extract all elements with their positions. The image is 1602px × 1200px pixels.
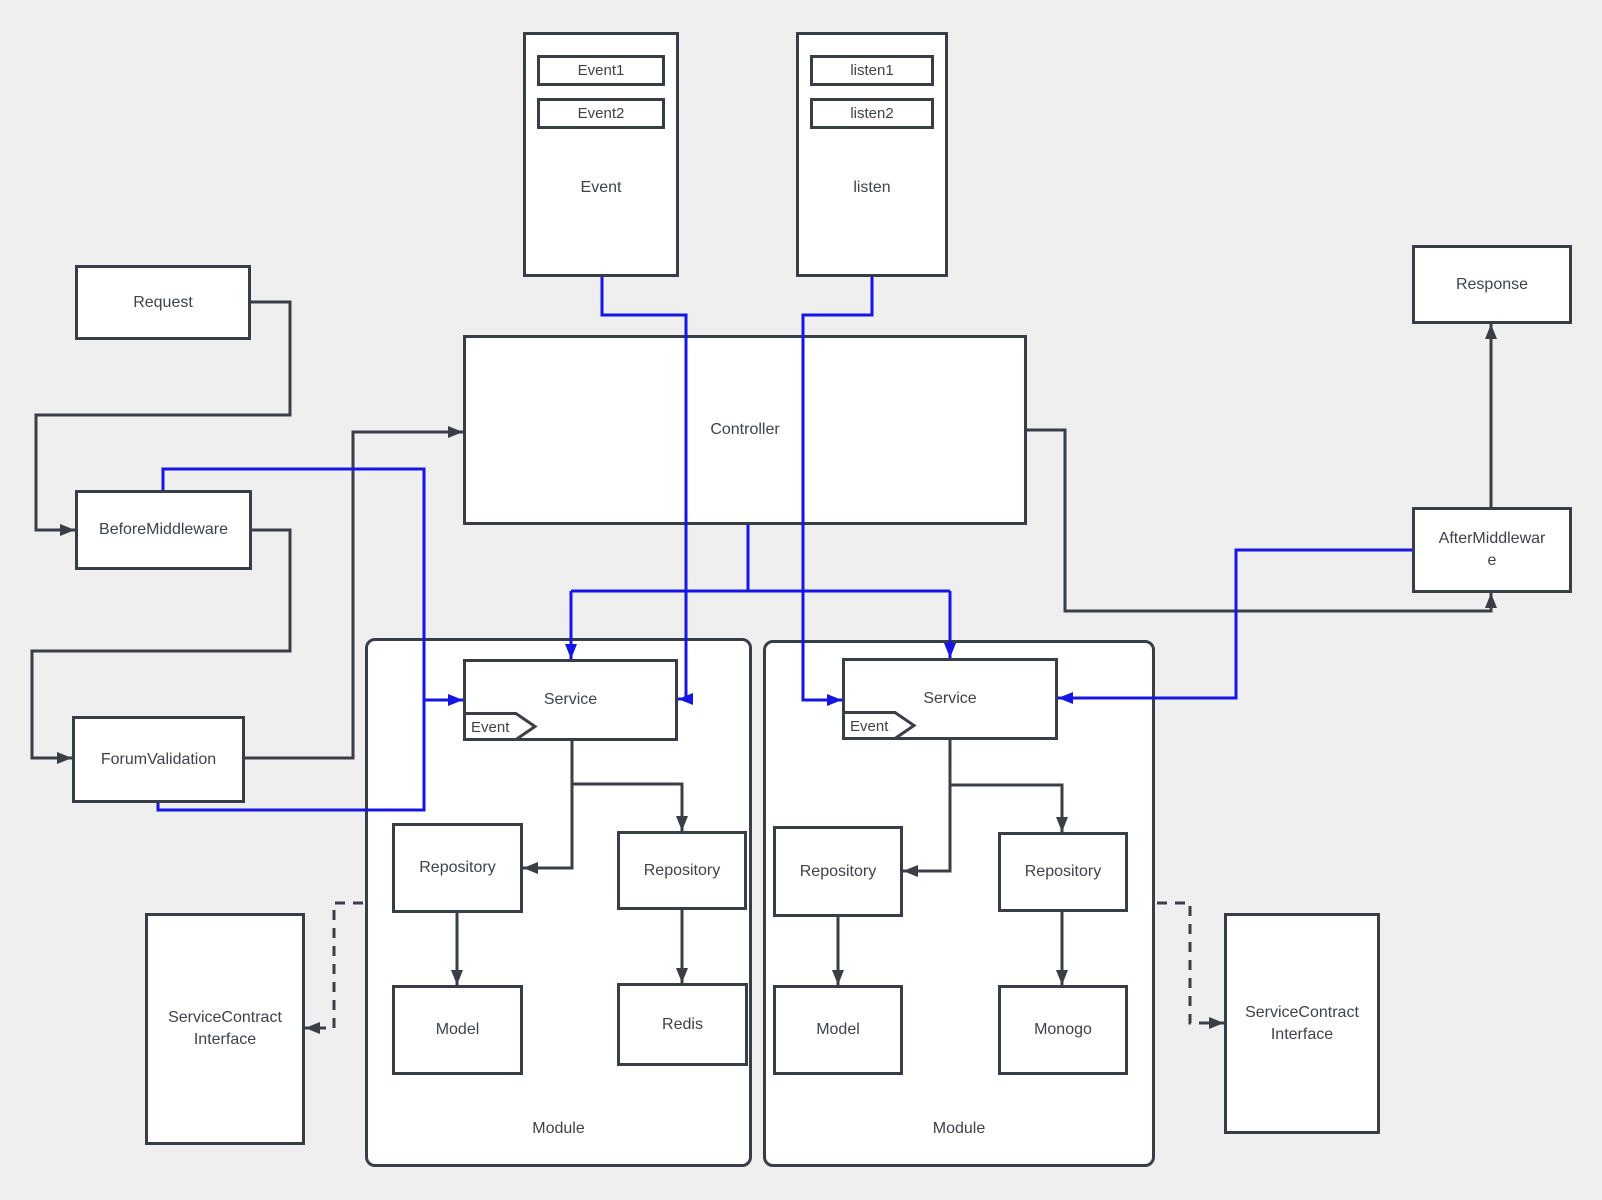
- listen-group-item-1: listen1: [810, 55, 934, 86]
- before-middleware-label: BeforeMiddleware: [99, 521, 228, 539]
- listen-group-item-2: listen2: [810, 98, 934, 129]
- service-2-tag-label: Event: [850, 718, 889, 735]
- request-label: Request: [133, 293, 193, 311]
- arrowhead-before-middleware-to-forum-validation: [57, 752, 72, 764]
- controller-label: Controller: [710, 421, 780, 439]
- service-1-tag-label: Event: [471, 719, 510, 736]
- arrowhead-forum-validation-to-controller: [448, 426, 463, 438]
- node-repository-1a: Repository: [392, 823, 523, 913]
- service-contract-interface-2-label: ServiceContract Interface: [1245, 1003, 1359, 1043]
- node-repository-2a: Repository: [773, 826, 903, 917]
- edge-module2-to-service-contract-2: [1157, 901, 1224, 1025]
- node-controller: Controller: [463, 335, 1027, 525]
- redis-label: Redis: [662, 1015, 703, 1033]
- listen-group-caption: listen: [853, 179, 891, 196]
- event-group-item-1: Event1: [537, 55, 665, 86]
- arrowhead-module1-to-service-contract-1: [305, 1022, 320, 1034]
- event-tag-icon: Event: [463, 712, 538, 741]
- service-contract-interface-1-label: ServiceContract Interface: [168, 1009, 282, 1048]
- repository-2b-label: Repository: [1024, 863, 1102, 881]
- node-model-2: Model: [773, 985, 903, 1075]
- node-before-middleware: BeforeMiddleware: [75, 490, 252, 570]
- model-1-label: Model: [435, 1021, 480, 1039]
- event-tag-icon: Event: [842, 711, 917, 740]
- node-request: Request: [75, 265, 251, 340]
- node-repository-1b: Repository: [617, 831, 747, 910]
- module-1-label: Module: [532, 1120, 585, 1137]
- edge-module1-to-service-contract-1: [305, 901, 363, 1030]
- module-2-label: Module: [932, 1120, 986, 1137]
- forum-validation-label: ForumValidation: [100, 750, 217, 768]
- event-group-item-2: Event2: [537, 98, 665, 129]
- node-repository-2b: Repository: [998, 832, 1128, 912]
- node-model-1: Model: [392, 985, 523, 1075]
- node-after-middleware: AfterMiddleware: [1412, 507, 1572, 593]
- group-listen-group: listen1 listen2 listen: [796, 32, 948, 277]
- model-2-label: Model: [816, 1021, 860, 1039]
- node-service-contract-interface-1: ServiceContract Interface: [145, 913, 305, 1145]
- arrowhead-module2-to-service-contract-2: [1209, 1017, 1224, 1029]
- node-monogo: Monogo: [998, 985, 1128, 1075]
- event-group-caption: Event: [580, 179, 622, 196]
- arrowhead-controller-to-after-middleware: [1485, 593, 1497, 608]
- node-redis: Redis: [617, 983, 748, 1066]
- arrowhead-request-to-before-middleware: [60, 524, 75, 536]
- after-middleware-label: AfterMiddleware: [1438, 530, 1546, 569]
- service-2-label: Service: [923, 690, 977, 708]
- arrowhead-after-middleware-to-response: [1485, 324, 1497, 339]
- node-forum-validation: ForumValidation: [72, 716, 245, 803]
- node-service-contract-interface-2: ServiceContract Interface: [1224, 913, 1380, 1134]
- repository-2a-label: Repository: [799, 862, 877, 880]
- monogo-label: Monogo: [1034, 1021, 1092, 1039]
- response-label: Response: [1455, 275, 1529, 293]
- service-1-label: Service: [543, 691, 598, 709]
- repository-1b-label: Repository: [643, 861, 721, 879]
- node-response: Response: [1412, 245, 1572, 324]
- repository-1a-label: Repository: [419, 859, 496, 877]
